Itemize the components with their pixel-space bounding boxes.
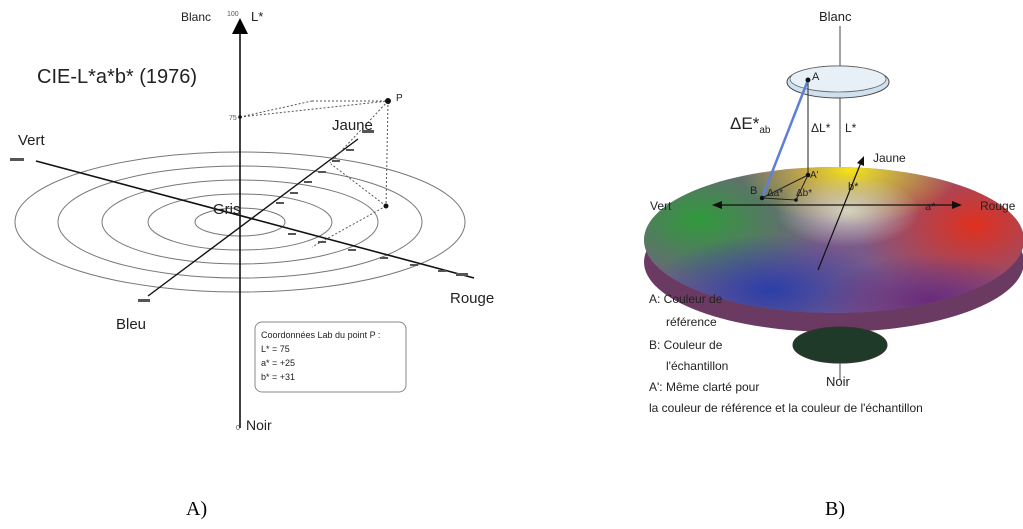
tick-a-50 <box>410 264 418 266</box>
gris-label: Gris <box>213 201 241 218</box>
jaune-label-b: Jaune <box>873 151 906 165</box>
point-p-marker <box>385 98 391 104</box>
point-p-label: P <box>396 93 403 104</box>
dotted-b-proj <box>330 163 387 207</box>
rouge-label-a: Rouge <box>450 290 494 307</box>
tick-75-label: 75 <box>229 115 237 122</box>
tick-a-60 <box>438 270 446 272</box>
b-axis-line <box>817 159 863 271</box>
tick-b-30 <box>304 181 312 183</box>
coordinates-title: Coordonnées Lab du point P : <box>261 330 380 340</box>
a-axis-left-arrowhead <box>712 201 722 209</box>
jaune-label-a: Jaune <box>332 117 373 134</box>
l-75-marker <box>238 115 242 119</box>
coordinates-box: Coordonnées Lab du point P : L* = 75 a* … <box>254 321 407 393</box>
legend-a-prime-line2: la couleur de référence et la couleur de… <box>649 401 923 415</box>
tick-a-end <box>456 273 468 276</box>
blue-region <box>650 235 890 313</box>
coordinate-l: L* = 75 <box>261 344 290 354</box>
tick-a-10 <box>288 233 296 235</box>
green-red-axis-line <box>35 160 475 279</box>
noir-label-a: Noir <box>246 417 272 433</box>
delta-a-label: Δa* <box>767 188 783 199</box>
tick-b-20 <box>290 192 298 194</box>
dotted-l-to-p <box>239 100 389 118</box>
caption-b: B) <box>825 498 845 520</box>
l-star-label-a: L* <box>251 9 263 24</box>
panel-a-title: CIE-L*a*b* (1976) <box>37 66 197 88</box>
caption-a: A) <box>186 498 207 520</box>
tick-100-label: 100 <box>227 11 239 18</box>
black-disk <box>792 326 888 364</box>
tick-b-60 <box>346 149 354 151</box>
a-axis-right-arrowhead <box>952 201 962 209</box>
axis-tick-marks <box>10 130 468 302</box>
point-a-prime-marker <box>805 172 811 178</box>
l-star-label-b: L* <box>845 121 857 135</box>
tick-b-50 <box>332 160 340 162</box>
panel-b-legend: A: Couleur de référence B: Couleur de l'… <box>649 292 923 415</box>
vert-label-b: Vert <box>650 199 672 213</box>
legend-a-line1: A: Couleur de <box>649 292 723 306</box>
point-a-marker <box>805 77 811 83</box>
point-a-label: A <box>812 71 820 83</box>
coordinates-box-frame <box>254 321 407 393</box>
point-p-projection-marker <box>383 203 389 209</box>
tick-a-40 <box>380 257 388 259</box>
coordinate-a: a* = +25 <box>261 358 295 368</box>
coordinate-b: b* = +31 <box>261 372 295 382</box>
blue-yellow-axis-line <box>147 138 359 297</box>
white-disk-top <box>789 65 887 93</box>
dotted-l-to-top <box>239 100 313 118</box>
delta-b-line <box>795 174 809 201</box>
tick-blue-end <box>138 299 150 302</box>
point-b-label: B <box>750 185 757 197</box>
l-axis-arrowhead <box>232 18 248 34</box>
vert-label-a: Vert <box>18 132 46 149</box>
delta-a-line <box>761 197 797 201</box>
legend-b-line2: l'échantillon <box>666 359 728 373</box>
point-b-marker <box>759 195 765 201</box>
tick-a-30 <box>348 249 356 251</box>
b-axis-arrowhead <box>857 156 864 166</box>
a-star-label: a* <box>925 201 936 213</box>
bleu-label-a: Bleu <box>116 316 146 333</box>
b-star-label: b* <box>848 181 859 193</box>
delta-e-label: ΔE*ab <box>730 114 771 136</box>
delta-corner-marker <box>794 198 798 202</box>
tick-yellow-end <box>362 130 374 133</box>
delta-l-label: ΔL* <box>811 121 831 135</box>
legend-b-line1: B: Couleur de <box>649 338 723 352</box>
tick-b-10 <box>276 202 284 204</box>
panel-b-delta-e-diagram: Blanc A ΔE*ab ΔL* L* Jaune A' B Δa* Δb* … <box>644 9 1023 520</box>
b-to-a-prime-line <box>761 174 809 199</box>
panel-a-lab-diagram: CIE-L*a*b* (1976) Blanc 100 L* 75 Vert J… <box>10 9 494 520</box>
delta-b-label: Δb* <box>796 188 812 199</box>
tick-green-end <box>10 158 24 161</box>
legend-a-prime-line1: A': Même clarté pour <box>649 380 759 394</box>
tick-a-20 <box>318 241 326 243</box>
legend-a-line2: référence <box>666 315 717 329</box>
delta-e-line <box>760 79 810 199</box>
purple-region <box>820 255 1023 313</box>
point-a-prime-label: A' <box>810 170 819 181</box>
tick-b-40 <box>318 171 326 173</box>
dotted-a-proj <box>311 205 387 248</box>
rouge-label-b: Rouge <box>980 199 1016 213</box>
dotted-p-drop <box>385 100 389 207</box>
construction-lines <box>239 100 389 248</box>
color-disk <box>644 167 1023 332</box>
blanc-label-b: Blanc <box>819 9 852 24</box>
tick-0-label: 0 <box>236 425 240 432</box>
blanc-label-a: Blanc <box>181 10 211 24</box>
noir-label-b: Noir <box>826 374 851 389</box>
